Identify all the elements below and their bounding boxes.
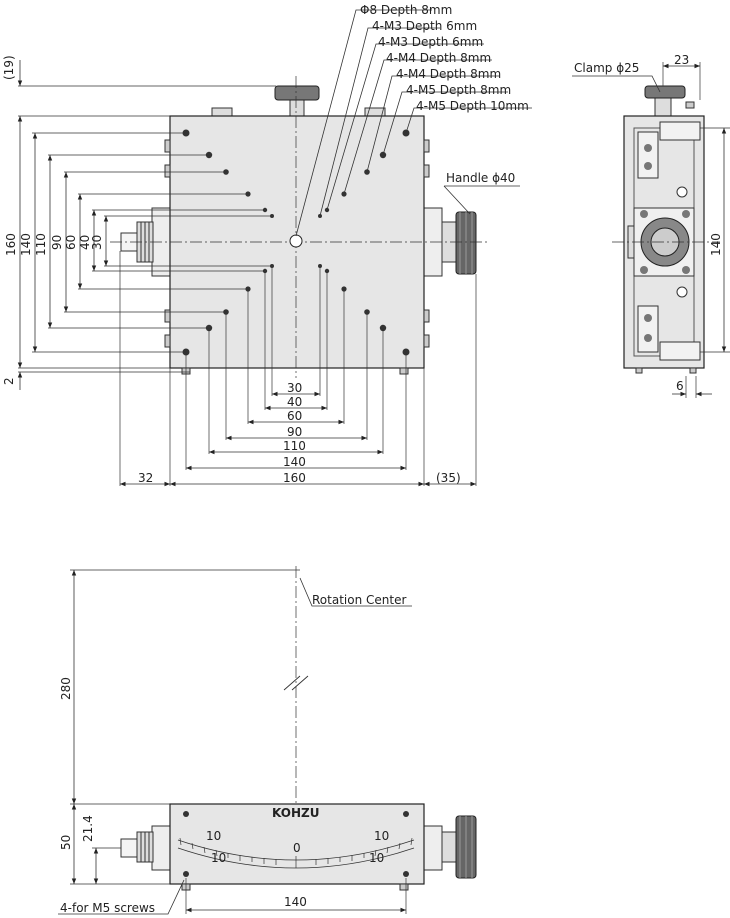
scale-labels: 10 0 10 10 10 bbox=[206, 829, 389, 865]
callout-handle: Handle ϕ40 bbox=[446, 171, 515, 185]
callout-clamp: Clamp ϕ25 bbox=[574, 61, 639, 75]
dim-30-v: 30 bbox=[90, 235, 104, 250]
callout-m5-2: 4-M5 Depth 10mm bbox=[416, 99, 529, 113]
dim-35: (35) bbox=[436, 471, 461, 485]
center-hole bbox=[289, 234, 303, 248]
svg-text:10: 10 bbox=[374, 829, 389, 843]
callout-m4-2: 4-M4 Depth 8mm bbox=[396, 67, 501, 81]
callout-m4-1: 4-M4 Depth 8mm bbox=[386, 51, 491, 65]
dim-19: (19) bbox=[2, 55, 16, 80]
dim-140-side: 140 bbox=[709, 233, 723, 256]
dim-280: 280 bbox=[59, 677, 73, 700]
dim-90-v: 90 bbox=[50, 235, 64, 250]
dim-140-front: 140 bbox=[284, 895, 307, 909]
dim-40-v: 40 bbox=[78, 235, 92, 250]
svg-text:0: 0 bbox=[293, 841, 301, 855]
dim-6: 6 bbox=[676, 379, 684, 393]
dim-60-v: 60 bbox=[64, 235, 78, 250]
svg-text:10: 10 bbox=[369, 851, 384, 865]
dim-140-h: 140 bbox=[283, 455, 306, 469]
dim-160-h: 160 bbox=[283, 471, 306, 485]
callout-m5-screws: 4-for M5 screws bbox=[60, 901, 155, 915]
dim-110-v: 110 bbox=[34, 233, 48, 256]
dim-23: 23 bbox=[674, 53, 689, 67]
front-view bbox=[58, 566, 477, 915]
dim-2: 2 bbox=[2, 377, 16, 385]
dim-60-h: 60 bbox=[287, 409, 302, 423]
dim-140-v: 140 bbox=[19, 233, 33, 256]
dim-32: 32 bbox=[138, 471, 153, 485]
dim-110-h: 110 bbox=[283, 439, 306, 453]
dim-30-h: 30 bbox=[287, 381, 302, 395]
dim-21-4: 21.4 bbox=[81, 815, 95, 842]
svg-text:10: 10 bbox=[211, 851, 226, 865]
callout-m3-1: 4-M3 Depth 6mm bbox=[372, 19, 477, 33]
callout-m3-2: 4-M3 Depth 6mm bbox=[378, 35, 483, 49]
svg-text:10: 10 bbox=[206, 829, 221, 843]
brand-logo: KOHZU bbox=[272, 806, 319, 820]
dim-50: 50 bbox=[59, 835, 73, 850]
dim-90-h: 90 bbox=[287, 425, 302, 439]
callout-phi8: Φ8 Depth 8mm bbox=[360, 3, 452, 17]
left-dimensions: (19) 160 140 110 90 60 40 30 2 bbox=[2, 55, 104, 385]
top-clamp bbox=[211, 85, 386, 117]
dim-160-v: 160 bbox=[4, 233, 18, 256]
bottom-dimensions: 30 40 60 90 110 140 160 32 (35) bbox=[138, 381, 461, 485]
dim-40-h: 40 bbox=[287, 395, 302, 409]
top-view bbox=[17, 9, 532, 487]
scale-ticks bbox=[179, 837, 413, 868]
stage-front bbox=[169, 803, 425, 885]
side-view bbox=[572, 62, 730, 398]
callout-m5-1: 4-M5 Depth 8mm bbox=[406, 83, 511, 97]
top-callouts: Φ8 Depth 8mm 4-M3 Depth 6mm 4-M3 Depth 6… bbox=[360, 3, 529, 113]
callout-rotation-center: Rotation Center bbox=[312, 593, 406, 607]
